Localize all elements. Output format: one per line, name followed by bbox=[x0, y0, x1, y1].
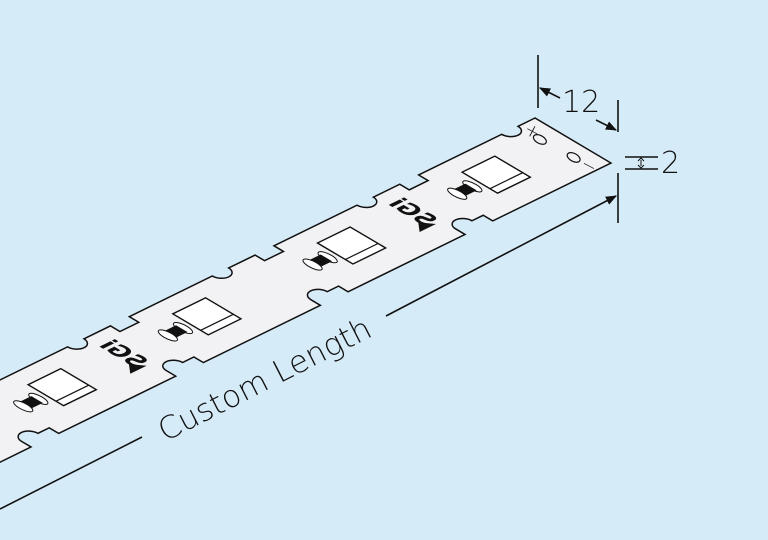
solder-pad-plus bbox=[532, 134, 547, 145]
solder-pad-minus bbox=[566, 151, 581, 163]
resistor-pad bbox=[445, 187, 470, 201]
led-chip-edge bbox=[56, 385, 89, 401]
resistor-pad bbox=[300, 257, 325, 271]
led-chip-edge bbox=[490, 173, 523, 189]
led-chip-edge bbox=[201, 314, 234, 330]
led-chip bbox=[173, 298, 241, 335]
logo-mark-icon bbox=[418, 222, 436, 233]
resistor-pad bbox=[11, 399, 36, 413]
led-chip-edge bbox=[345, 243, 378, 259]
thickness-dimension: 2 bbox=[625, 146, 680, 181]
resistor-pad bbox=[155, 328, 180, 342]
width-label: 12 bbox=[562, 85, 600, 120]
led-chip bbox=[317, 227, 385, 264]
width-dimension: 12 bbox=[537, 55, 619, 223]
logo-mark-icon bbox=[128, 364, 147, 374]
led-chip bbox=[462, 156, 530, 193]
thickness-label: 2 bbox=[661, 146, 680, 181]
led-chip bbox=[28, 369, 96, 406]
